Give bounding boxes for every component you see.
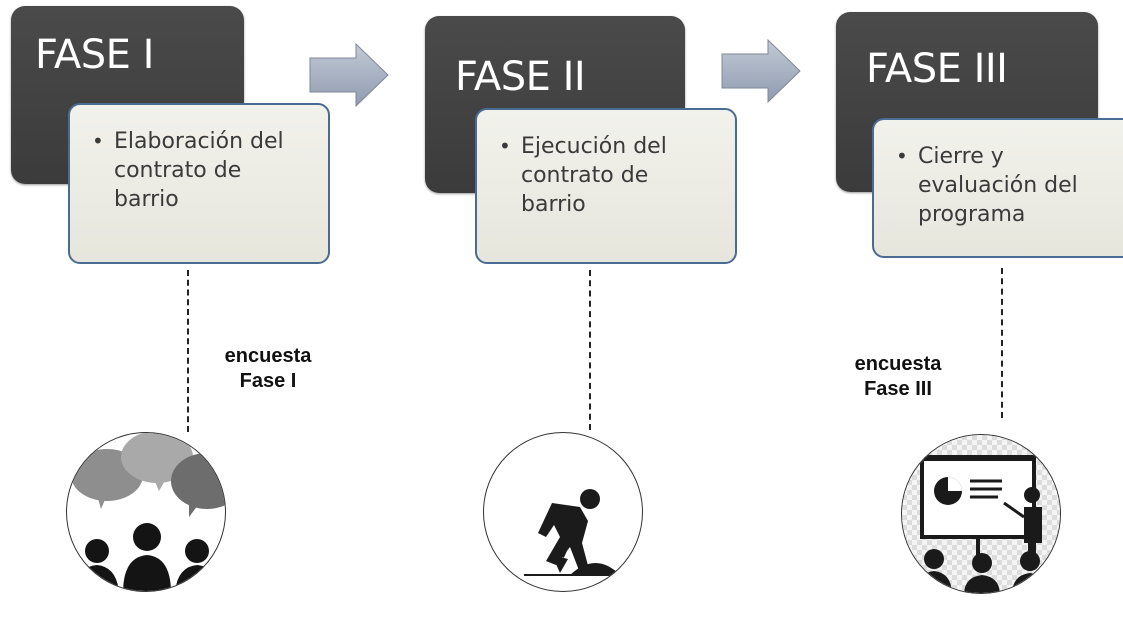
connector-line-1: [187, 270, 189, 432]
construction-worker-icon: [483, 432, 643, 592]
phase-3-desc-line: programa: [918, 202, 1026, 227]
phase-1-desc-line: Elaboración del: [114, 129, 284, 154]
phase-2-desc-line: Ejecución del: [521, 134, 667, 159]
arrow-right-icon: [721, 38, 801, 104]
phase-2-title: FASE II: [455, 54, 586, 100]
phase-3-description: • Cierre y evaluación del programa: [896, 142, 1109, 229]
phase-1-desc-line: barrio: [114, 187, 179, 212]
bullet-icon: •: [92, 129, 104, 153]
phase-3-description-box: • Cierre y evaluación del programa: [872, 118, 1123, 258]
survey-label-phase-3: encuesta Fase III: [842, 352, 954, 402]
meeting-discussion-icon: [66, 432, 226, 592]
survey-label-phase-1: encuesta Fase I: [224, 345, 312, 392]
phase-2-desc-line: barrio: [521, 192, 586, 217]
arrow-right-icon: [309, 42, 389, 108]
phase-2-desc-line: contrato de: [521, 163, 649, 188]
phase-2-description: • Ejecución del contrato de barrio: [499, 132, 721, 219]
phase-2-description-box: • Ejecución del contrato de barrio: [475, 108, 737, 264]
phase-1-desc-line: contrato de: [114, 158, 242, 183]
phase-3-title: FASE III: [866, 46, 1008, 92]
phase-1-title: FASE I: [35, 32, 154, 78]
bullet-icon: •: [499, 134, 511, 158]
connector-line-3: [1001, 268, 1003, 418]
presentation-audience-icon: [901, 434, 1061, 594]
phase-3-desc-line: evaluación del: [918, 173, 1078, 198]
phase-1-description: • Elaboración del contrato de barrio: [92, 127, 314, 214]
connector-line-2: [589, 270, 591, 430]
bullet-icon: •: [896, 144, 908, 168]
phase-1-description-box: • Elaboración del contrato de barrio: [68, 103, 330, 264]
phase-3-desc-line: Cierre y: [918, 144, 1004, 169]
